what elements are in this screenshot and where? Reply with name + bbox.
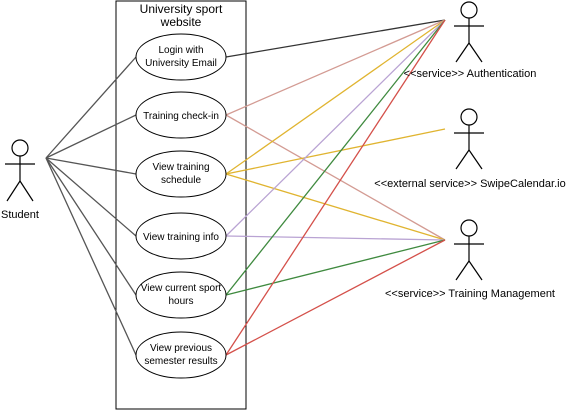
student-head-icon [11,139,29,157]
assoc-results-tm [225,239,446,356]
assoc-schedule-swipe [225,128,446,175]
use-case-schedule-line1: View training [152,162,209,173]
use-case-results[interactable]: View previous semester results [135,331,227,379]
assoc-schedule-tm [225,173,446,241]
assoc-hours-tm [225,239,446,296]
use-case-info[interactable]: View training info [135,212,227,260]
system-boundary [115,0,247,410]
system-title-line1: University sport [140,2,223,16]
training-management-head-icon [460,219,478,237]
use-case-login[interactable]: Login with University Email [135,33,227,81]
use-case-checkin[interactable]: Training check-in [135,91,227,139]
service-associations [225,19,446,356]
student-associations [45,56,137,356]
assoc-results-auth [225,19,446,356]
actor-training-management-label: <<service>> Training Management [385,288,555,300]
actor-swipecalendar[interactable] [454,108,484,170]
use-case-schedule[interactable]: View training schedule [135,150,227,198]
assoc-checkin-tm [225,114,446,241]
authentication-head-icon [460,1,478,19]
use-case-hours[interactable]: View current sport hours [135,271,227,319]
actor-authentication[interactable] [454,1,484,63]
assoc-student-schedule [45,157,137,175]
use-case-hours-line1: View current sport [141,283,222,294]
actor-authentication-label: <<service>> Authentication [404,68,537,80]
assoc-hours-auth [225,19,446,296]
assoc-student-checkin [45,114,137,159]
assoc-student-login [45,56,137,159]
use-case-login-line1: Login with [158,45,203,56]
actor-swipecalendar-label: <<external service>> SwipeCalendar.io [374,178,565,190]
assoc-student-info [45,157,137,237]
use-case-schedule-line2: schedule [161,175,201,186]
assoc-checkin-auth [225,19,446,116]
use-case-checkin-line1: Training check-in [143,111,219,122]
assoc-schedule-auth [225,19,446,175]
assoc-info-auth [225,19,446,237]
swipecalendar-head-icon [460,108,478,126]
actor-student-label: Student [1,209,39,221]
use-case-login-line2: University Email [145,58,217,69]
actor-student[interactable] [5,139,35,202]
assoc-student-results [45,157,137,356]
use-case-hours-line2: hours [168,296,193,307]
system-title-line2: website [160,15,202,29]
use-case-results-line1: View previous [150,343,212,354]
assoc-login-auth [225,19,446,58]
assoc-info-tm [225,235,446,241]
use-case-info-line1: View training info [143,232,219,243]
assoc-student-hours [45,157,137,296]
actor-training-management[interactable] [454,219,484,281]
use-case-results-line2: semester results [144,356,217,367]
